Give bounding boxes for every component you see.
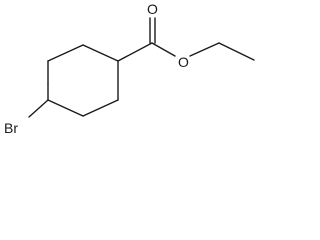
cyclohexane-ring	[47, 44, 119, 117]
c-br-bond	[28, 99, 49, 118]
carbonyl-to-ester-oxygen-bond	[151, 42, 176, 57]
carbonyl-oxygen-label: O	[147, 1, 158, 17]
ring-to-carbonyl-bond	[117, 42, 153, 62]
ring-bond-3	[82, 44, 119, 62]
bromine-label: Br	[4, 120, 18, 136]
ring-bond-2	[47, 44, 84, 62]
ester-oxygen-to-ethyl-bond	[189, 42, 220, 57]
ring-bond-5	[82, 99, 119, 117]
ring-bond-6	[47, 99, 84, 117]
chemical-structure-diagram: Br O O	[4, 1, 255, 136]
ester-oxygen-label: O	[178, 54, 189, 70]
ethyl-terminal-bond	[218, 42, 255, 61]
